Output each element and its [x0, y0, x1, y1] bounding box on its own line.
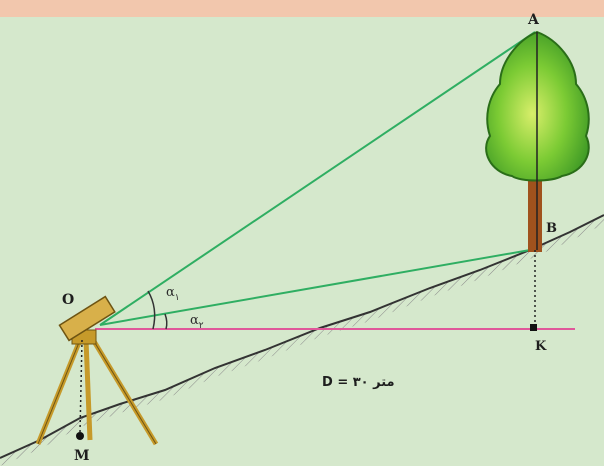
alpha1-subscript: ۱: [175, 293, 180, 303]
alpha2-subscript: ۲: [199, 321, 204, 331]
alpha1-symbol: α: [166, 285, 175, 300]
label-M: M: [74, 448, 90, 464]
top-band: [0, 0, 604, 17]
angle-arc-alpha1: [147, 290, 156, 330]
angle-arc-alpha2: [164, 313, 168, 330]
tripod-leg-mid: [83, 339, 93, 441]
telescope: [58, 295, 116, 342]
label-alpha1: α۱: [166, 285, 180, 303]
alpha2-symbol: α: [190, 313, 199, 328]
label-A: A: [527, 12, 540, 28]
distance-label: D = ۳۰ متر: [322, 375, 395, 390]
ground-hatch: [0, 215, 604, 466]
theodolite: [35, 295, 159, 446]
sight-line-to-A: [99, 31, 536, 326]
plumb-line-O-M: [79, 339, 83, 433]
label-O: O: [62, 292, 74, 308]
label-alpha2: α۲: [190, 313, 204, 331]
point-M-marker: [76, 432, 84, 440]
sight-line-to-B: [99, 249, 531, 326]
label-K: K: [535, 339, 547, 354]
tripod-leg-left-edge: [37, 339, 81, 445]
tree-trunk: [528, 168, 542, 252]
tripod-leg-right-edge: [91, 337, 157, 445]
label-B: B: [546, 221, 557, 236]
point-K-marker: [530, 324, 537, 331]
